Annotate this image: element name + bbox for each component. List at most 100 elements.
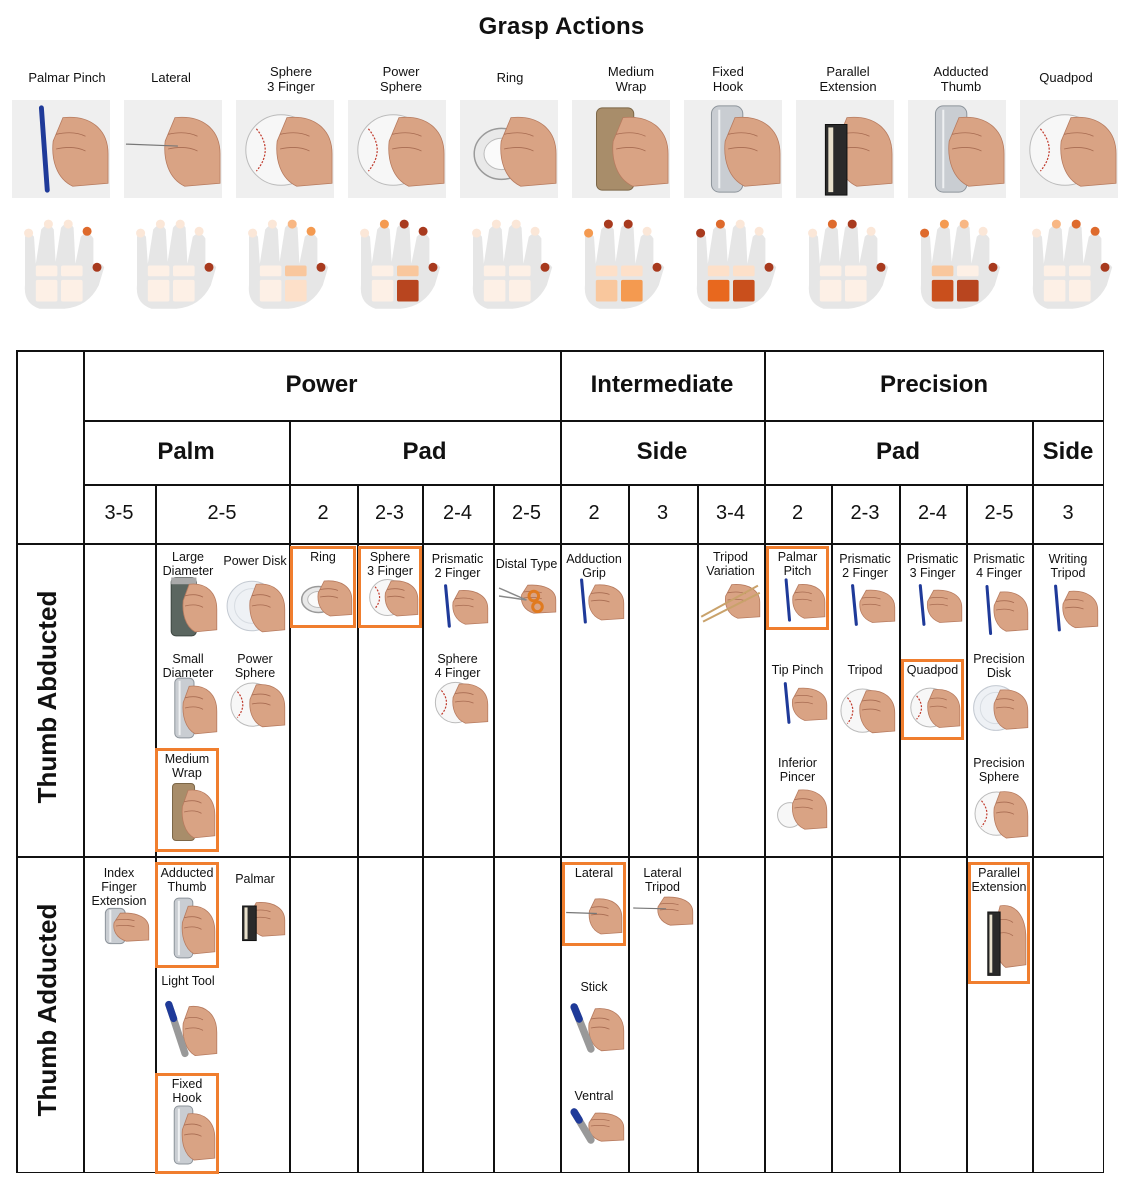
finger-count-header: 3 [656,502,669,524]
finger-count-header: 2-4 [918,502,947,524]
grasp-action-label: Medium Wrap [607,64,655,94]
grasp-type-photo [902,582,963,633]
grid-line [83,350,85,1173]
grasp-type-label: Large Diameter [162,550,214,578]
hand-contact-map [16,208,106,319]
grasp-type-label: Sphere 3 Finger [367,550,413,578]
grid-line [422,484,424,1173]
grasp-action-label: Sphere 3 Finger [267,64,315,94]
grasp-type-photo [969,680,1029,741]
grid-line [1032,420,1034,1173]
finger-count-header: 2-5 [984,502,1014,524]
highlight-box [155,748,219,852]
grasp-type-photo [224,894,286,947]
grid-line [357,484,359,1173]
finger-count-header: 2-4 [443,502,472,524]
grasp-action-photo [348,100,446,198]
grid-line [831,484,833,1173]
finger-count-header: 3-5 [104,502,134,524]
grid-line [83,420,1104,422]
grasp-action-photo [572,100,670,198]
grasp-action-label: Quadpod [1039,70,1093,85]
grid-line [83,484,1104,486]
grasp-type-label: Distal Type [495,557,558,571]
grasp-action-label: Parallel Extension [819,64,877,94]
grasp-type-label: Prismatic 2 Finger [839,552,891,580]
grasp-type-photo [293,572,353,627]
grasp-action-photo [236,100,334,198]
finger-count-header: 2-5 [207,502,237,524]
header-pad-precision: Pad [875,438,920,465]
grasp-type-label: Precision Sphere [973,756,1025,784]
highlight-box [766,546,829,630]
grasp-type-photo [427,582,489,635]
grid-line [16,350,18,1173]
grid-line [1102,350,1104,1173]
grasp-type-photo [969,582,1029,643]
grasp-type-label: Prismatic 3 Finger [906,552,959,580]
grid-line [966,484,968,1173]
header-side-precision: Side [1042,438,1094,465]
hand-contact-map [912,208,1002,319]
highlight-box [968,862,1030,984]
grasp-type-photo [158,674,218,747]
grasp-type-label: Prismatic 4 Finger [973,552,1025,580]
grasp-type-label: Inferior Pincer [778,756,817,784]
grasp-type-photo [565,890,623,945]
grasp-type-photo [834,680,896,745]
grasp-action-label: Palmar Pinch [28,70,106,85]
grasp-type-photo [158,1102,216,1173]
finger-count-header: 2-5 [512,502,541,524]
highlight-box [155,862,219,968]
grasp-type-photo [158,572,218,645]
grid-line [493,484,495,1173]
grasp-type-label: Precision Disk [973,652,1025,680]
grasp-type-label: Light Tool [161,974,215,988]
grasp-type-photo [427,674,489,735]
grasp-type-photo [158,778,216,851]
grasp-type-photo [224,674,286,739]
grasp-type-photo [563,998,625,1063]
grasp-action-photo [124,100,222,198]
grasp-type-photo [496,578,557,623]
header-intermediate: Intermediate [590,371,734,398]
hand-contact-map [128,208,218,319]
grasp-type-label: Tip Pinch [771,663,824,677]
hand-contact-map [688,208,778,319]
grasp-type-label: Ring [310,550,336,564]
finger-count-header: 2 [317,502,329,524]
grid-line [899,484,901,1173]
grasp-action-label: Fixed Hook [712,64,744,94]
row-label-thumb-abducted: Thumb Abducted [32,590,62,804]
grasp-type-photo [224,572,286,645]
grasp-action-photo [796,100,894,198]
grasp-type-label: Parallel Extension [971,866,1027,894]
grasp-type-label: Prismatic 2 Finger [431,552,484,580]
finger-count-header: 2-3 [850,502,880,524]
grasp-type-label: Tripod [847,663,883,677]
header-side-intermediate: Side [636,438,688,465]
finger-count-header: 3-4 [716,502,745,524]
grasp-action-photo [460,100,558,198]
grasp-action-photo [908,100,1006,198]
grasp-type-label: Fixed Hook [171,1077,203,1105]
grid-line [697,484,699,1173]
grasp-type-label: Small Diameter [162,652,214,680]
grasp-type-label: Adduction Grip [566,552,622,580]
grasp-action-label: Ring [496,70,524,85]
grasp-type-photo [767,780,828,841]
grasp-type-photo [88,906,150,951]
grasp-type-label: Quadpod [906,663,959,677]
grasp-action-photo [684,100,782,198]
grasp-type-photo [1037,582,1099,639]
grasp-type-photo [769,576,826,629]
highlight-box [290,546,356,628]
grasp-action-label: Adducted Thumb [933,64,989,94]
grasp-action-label: Lateral [151,70,191,85]
grasp-action-photo [12,100,110,198]
grasp-type-photo [971,890,1027,983]
grasp-type-label: Palmar Pitch [777,550,818,578]
grid-line [764,350,766,1173]
grasp-type-label: Index Finger Extension [91,866,147,908]
grasp-type-label: Lateral Tripod [643,866,682,894]
